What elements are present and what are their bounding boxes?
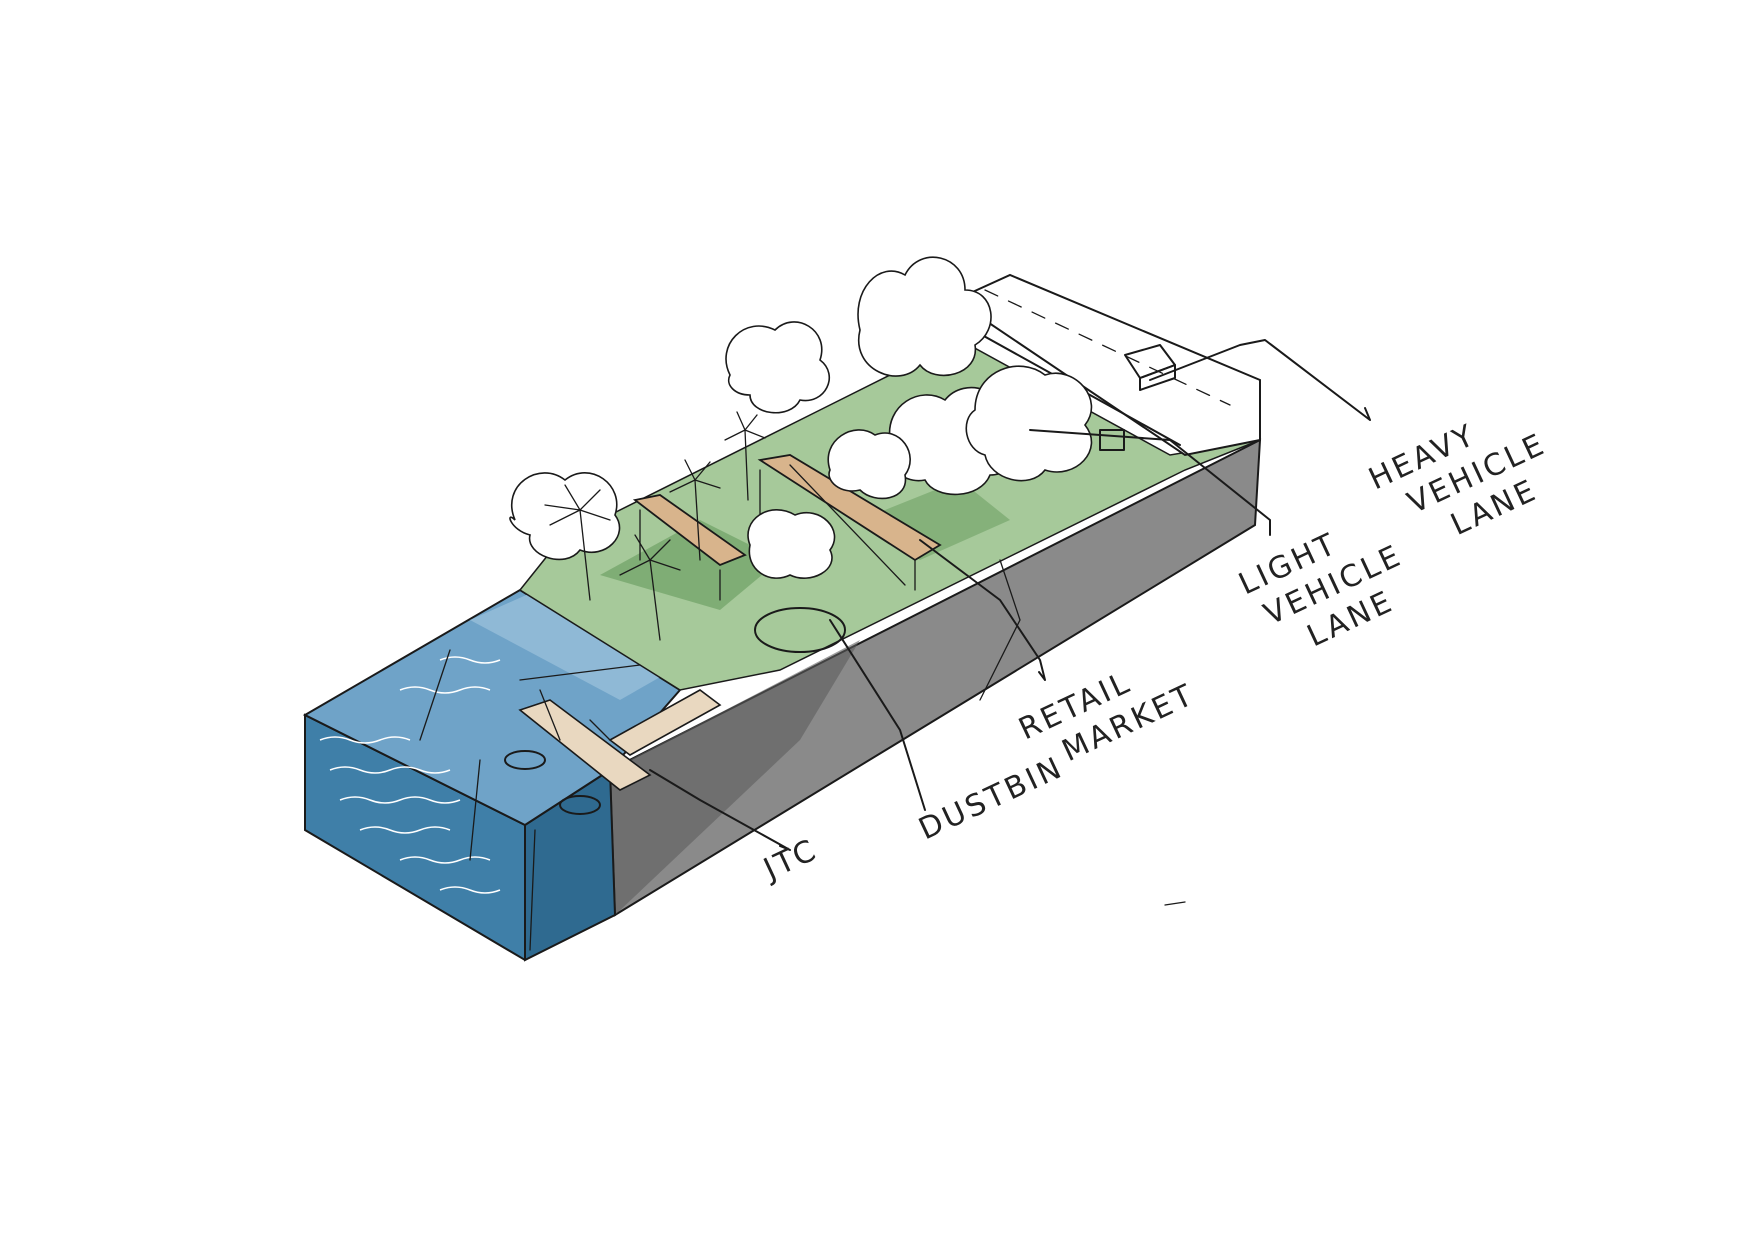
tree-icon bbox=[858, 257, 991, 376]
tree-icon bbox=[828, 430, 910, 499]
label-dustbin: DUSTBIN bbox=[914, 750, 1070, 847]
tree-icon bbox=[748, 510, 835, 578]
label-light-vehicle-lane: LIGHT VEHICLE LANE bbox=[1234, 504, 1425, 672]
stray-pen-mark bbox=[1165, 902, 1185, 905]
label-jetty-text: JTC bbox=[757, 832, 824, 888]
label-dustbin-text: DUSTBIN bbox=[914, 750, 1070, 847]
tree-icon bbox=[726, 322, 829, 413]
label-jetty: JTC bbox=[757, 832, 824, 888]
